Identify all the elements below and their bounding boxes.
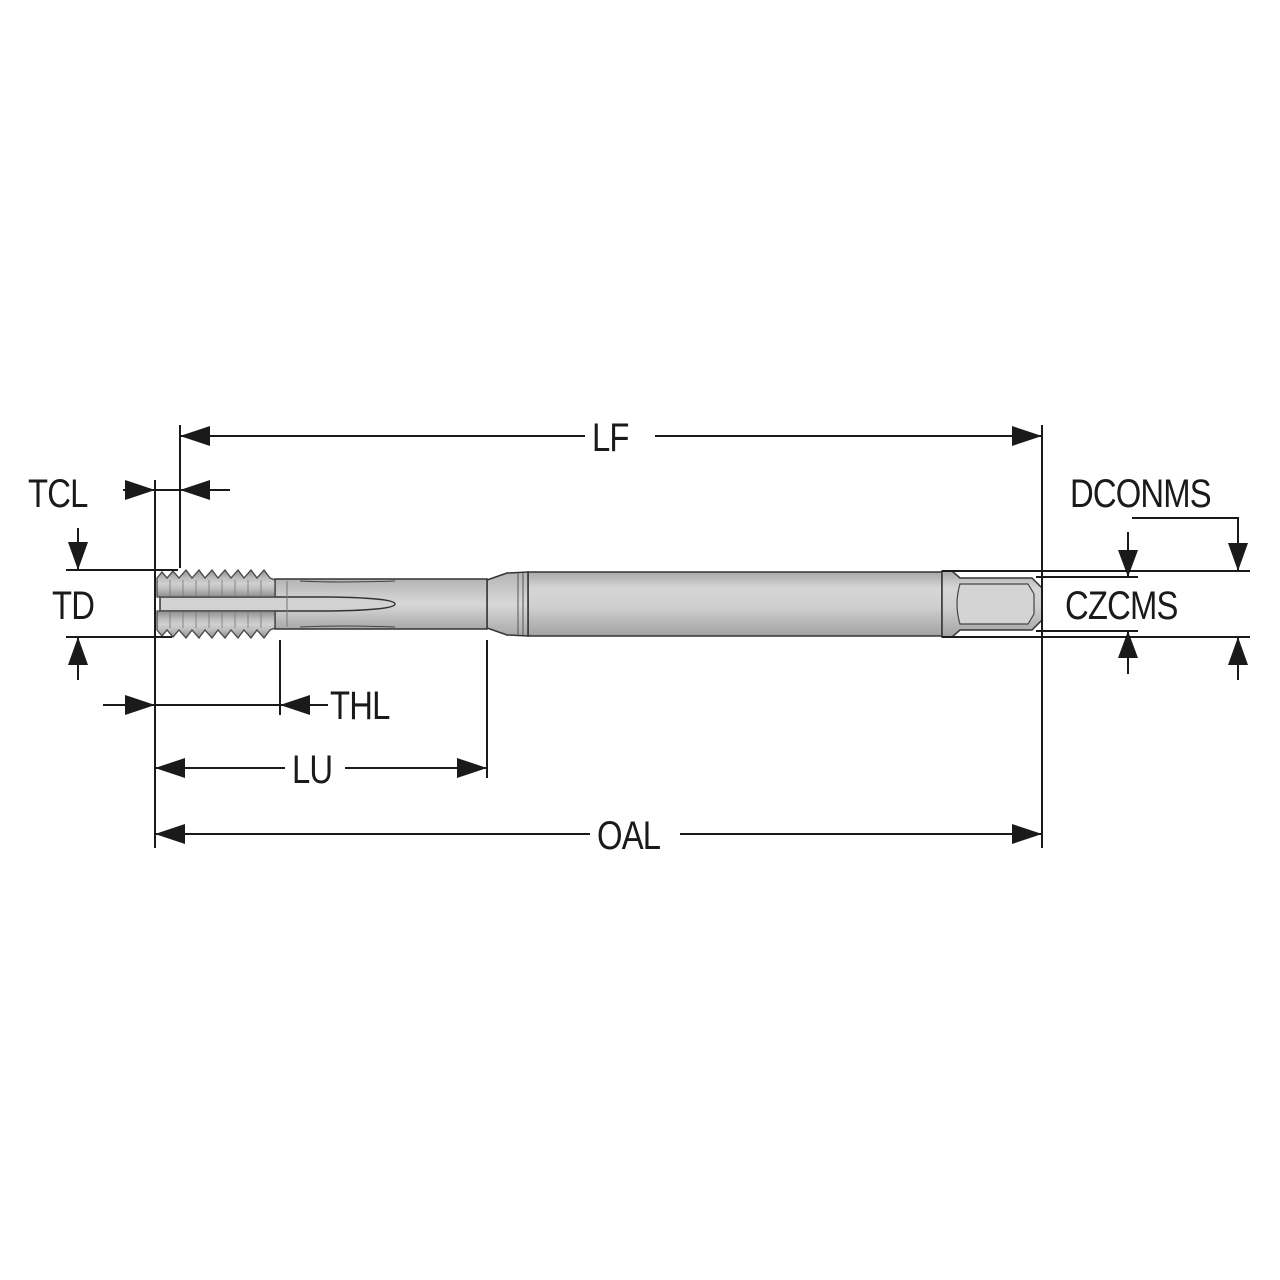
label-lu: LU xyxy=(292,748,333,792)
oal-arrow-left xyxy=(155,824,185,844)
shank-transition xyxy=(486,571,529,637)
oal-arrow-right xyxy=(1012,824,1042,844)
dconms-arrow-top xyxy=(1228,543,1248,571)
lf-arrow-right xyxy=(1012,426,1042,446)
tcl-arrow-right xyxy=(180,480,210,500)
shank xyxy=(527,571,943,637)
lu-arrow-right xyxy=(457,758,487,778)
tap-tool xyxy=(156,568,1043,640)
label-czcms: CZCMS xyxy=(1065,584,1178,628)
thl-arrow-right xyxy=(280,695,310,715)
thread-upper xyxy=(156,568,276,598)
flute xyxy=(159,596,396,612)
dimension-lines xyxy=(66,425,1250,848)
label-td: TD xyxy=(52,584,95,628)
label-thl: THL xyxy=(330,684,390,728)
czcms-arrow-bottom xyxy=(1118,631,1138,658)
lf-arrow-left xyxy=(180,426,210,446)
dconms-arrow-bottom xyxy=(1228,637,1248,665)
label-oal: OAL xyxy=(597,814,661,858)
td-arrow-bottom xyxy=(68,637,88,665)
td-arrow-top xyxy=(68,542,88,570)
label-tcl: TCL xyxy=(28,472,88,516)
thread-lower xyxy=(156,610,276,640)
tcl-arrow-left xyxy=(125,480,155,500)
label-dconms: DCONMS xyxy=(1070,472,1212,516)
label-lf: LF xyxy=(592,416,629,460)
thl-arrow-left xyxy=(125,695,155,715)
czcms-arrow-top xyxy=(1118,550,1138,577)
lu-arrow-left xyxy=(155,758,185,778)
